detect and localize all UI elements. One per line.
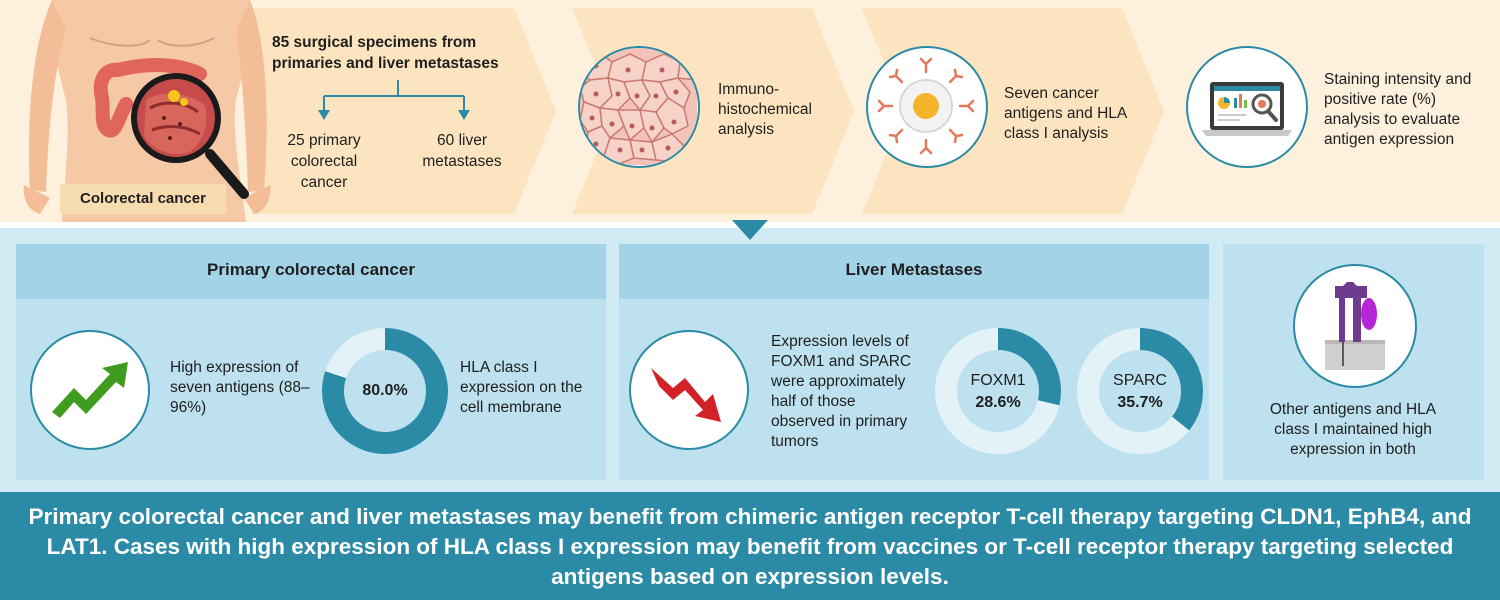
staining-step-text: Staining intensity and positive rate (%)… [1324, 71, 1472, 148]
workflow-chevron-1 [252, 8, 556, 214]
primary-count-label: 25 primary colorectal cancer [287, 132, 361, 191]
hla-receptor-icon [1325, 282, 1385, 370]
sparc-name: SPARC [1113, 372, 1167, 389]
specimens-title: 85 surgical specimens from primaries and… [272, 34, 499, 72]
trend-down-circle [629, 330, 749, 450]
analysis-circle [1186, 46, 1308, 168]
high-expression-text: High expression of seven antigens (88–96… [170, 359, 310, 416]
torso-illustration [23, 0, 271, 222]
foxm1-donut-arc [935, 328, 1061, 454]
hla-donut-arc [322, 328, 448, 454]
trend-down-icon [651, 368, 721, 422]
primary-panel-title: Primary colorectal cancer [16, 244, 606, 299]
colorectal-cancer-label: Colorectal cancer [60, 184, 226, 214]
liver-expression-text: Expression levels of FOXM1 and SPARC wer… [771, 333, 912, 450]
workflow-band: Colorectal cancer 85 surgical specimens … [0, 0, 1500, 222]
foxm1-donut-chart [935, 328, 1061, 454]
trend-up-circle [30, 330, 150, 450]
sparc-donut-arc [1077, 328, 1203, 454]
specimen-branch-arrows [318, 80, 470, 120]
tissue-circle [578, 46, 700, 168]
other-antigens-text: Other antigens and HLA class I maintaine… [1269, 401, 1437, 458]
cell-antigen-icon [877, 57, 975, 155]
sparc-value: 35.7% [1117, 394, 1163, 411]
antigen-circle [866, 46, 988, 168]
conclusion-banner: Primary colorectal cancer and liver meta… [0, 492, 1500, 600]
foxm1-donut-label: FOXM1 28.6% [933, 370, 1063, 414]
foxm1-name: FOXM1 [970, 372, 1026, 389]
hla-membrane-text: HLA class I expression on the cell membr… [460, 359, 583, 416]
tissue-cells-icon [580, 48, 698, 166]
flow-down-arrow [732, 220, 768, 240]
conclusion-text: Primary colorectal cancer and liver meta… [28, 504, 1472, 589]
liver-count-label: 60 liver metastases [422, 132, 502, 170]
primary-panel: Primary colorectal cancer High expressio… [16, 244, 606, 480]
hla-donut-chart [322, 328, 448, 454]
hla-donut-value: 80.0% [362, 382, 408, 399]
laptop-chart-icon [1202, 82, 1292, 136]
sparc-donut-chart [1077, 328, 1203, 454]
antigens-step-text: Seven cancer antigens and HLA class I an… [1004, 85, 1127, 142]
ihc-step-text: Immuno-histochemical analysis [718, 81, 812, 138]
foxm1-value: 28.6% [975, 394, 1021, 411]
trend-up-icon [52, 362, 128, 418]
other-panel: Other antigens and HLA class I maintaine… [1223, 244, 1484, 480]
liver-panel-title: Liver Metastases [619, 244, 1209, 299]
liver-panel: Liver Metastases Expression levels of FO… [619, 244, 1209, 480]
sparc-donut-label: SPARC 35.7% [1075, 370, 1205, 414]
receptor-circle [1293, 264, 1417, 388]
